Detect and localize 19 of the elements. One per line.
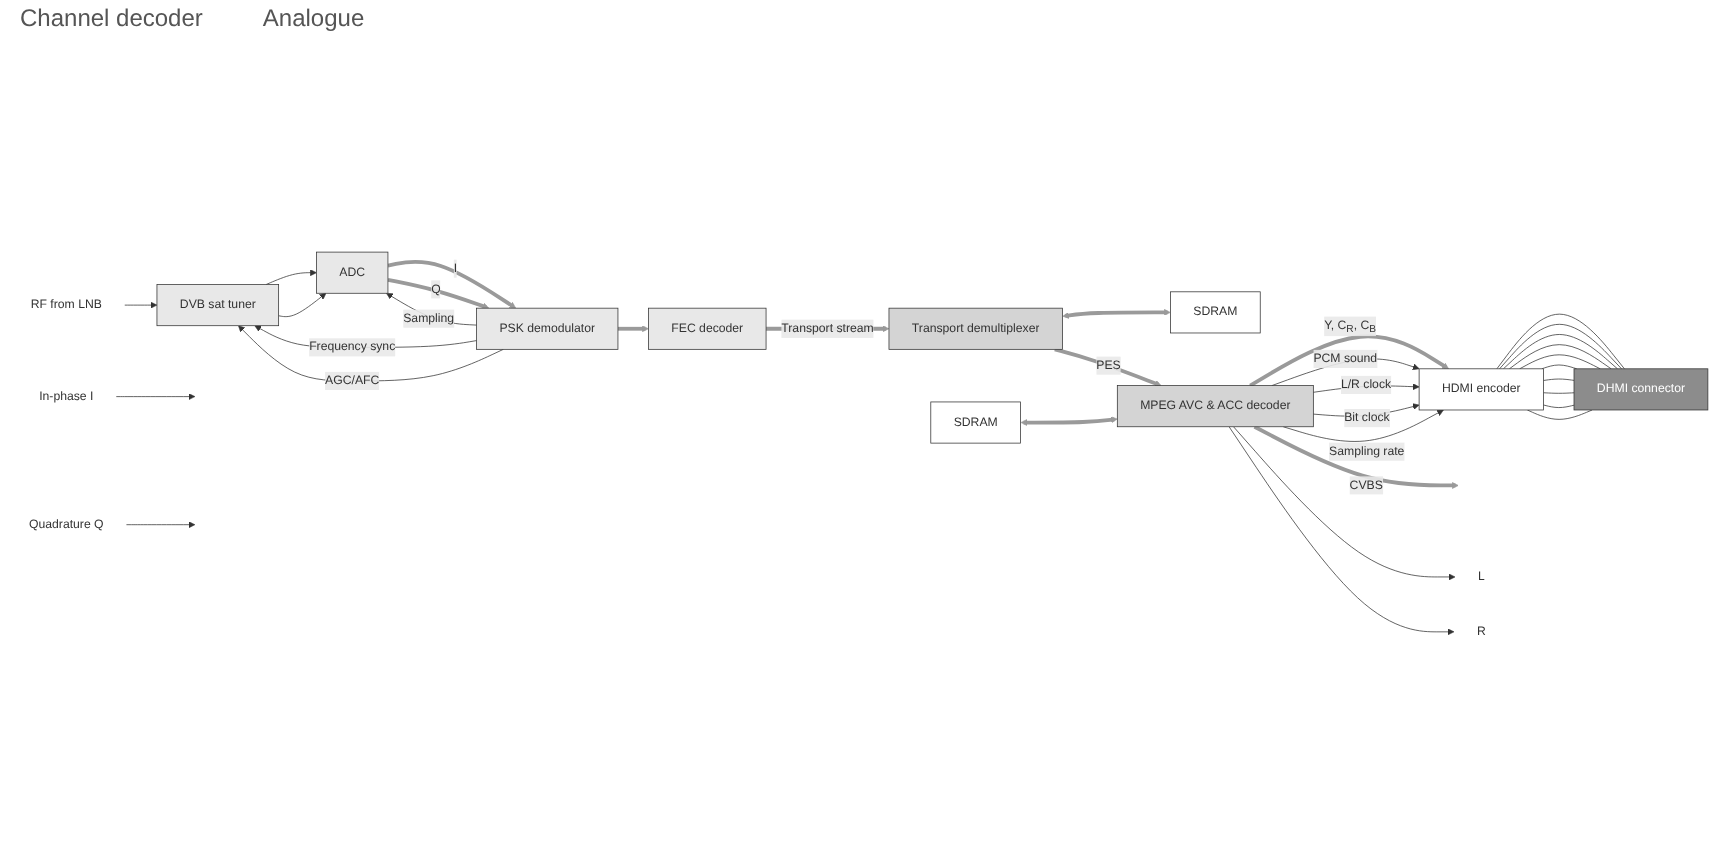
note-text: Analogue xyxy=(262,4,365,32)
double-arrow xyxy=(1020,416,1118,426)
connector-line xyxy=(1496,313,1625,369)
arrow xyxy=(387,277,490,310)
connector-line xyxy=(1543,404,1575,408)
connector-line xyxy=(1499,323,1622,369)
connector-line xyxy=(1543,378,1575,381)
connector-line xyxy=(1526,409,1593,420)
arrow xyxy=(1249,334,1449,387)
connector-line xyxy=(1543,392,1575,394)
arrow xyxy=(1253,424,1459,489)
connector-line xyxy=(1508,344,1612,369)
arrow xyxy=(617,325,649,332)
note-text: Channel decoder xyxy=(20,4,203,32)
connector-line xyxy=(1519,354,1601,369)
double-arrow xyxy=(1062,308,1171,319)
arrow xyxy=(387,259,517,309)
connector-line xyxy=(1541,364,1578,369)
connector-line xyxy=(1503,333,1618,369)
